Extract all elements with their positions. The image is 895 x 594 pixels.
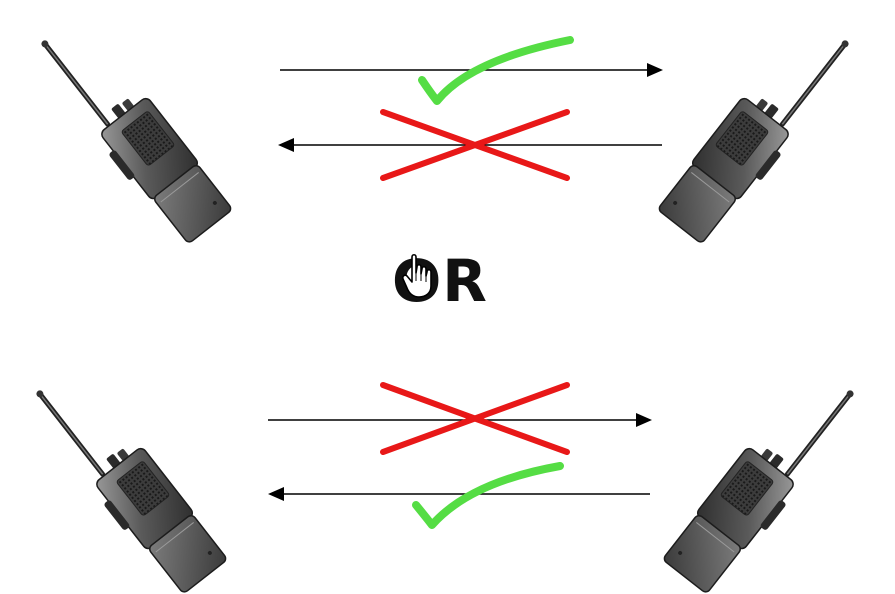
walkie-talkie-icon	[29, 12, 235, 249]
hand-pointer-icon	[402, 253, 436, 299]
walkie-talkie-icon	[661, 362, 867, 594]
cross-mark-icon	[383, 385, 567, 452]
walkie-talkie-icon	[656, 12, 862, 249]
check-mark-icon	[416, 466, 560, 525]
walkie-talkie-icon	[24, 362, 230, 594]
